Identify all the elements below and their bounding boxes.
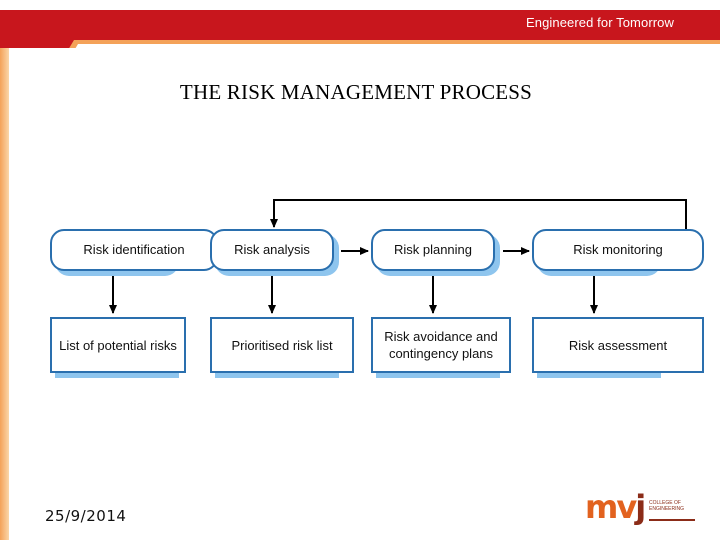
logo-mark: mvj [585,488,646,526]
step-label: Risk analysis [210,229,334,271]
step-risk-identification: Risk identification [50,229,218,276]
slide-date: 25/9/2014 [45,507,127,525]
step-label: Risk identification [50,229,218,271]
output-risk-assessment: Risk assessment [532,317,704,378]
step-label: Risk planning [371,229,495,271]
left-accent-stripe [0,48,9,540]
page-title: THE RISK MANAGEMENT PROCESS [179,80,533,104]
logo-underline [649,519,695,521]
college-logo: mvj COLLEGE OF ENGINEERING [585,488,700,526]
output-prioritised-risk-list: Prioritised risk list [210,317,354,378]
step-risk-planning: Risk planning [371,229,500,276]
output-label: Risk assessment [532,317,704,373]
header-band: Engineered for Tomorrow [0,0,720,48]
header-tagline: Engineered for Tomorrow [525,15,674,30]
step-risk-monitoring: Risk monitoring [532,229,704,276]
step-risk-analysis: Risk analysis [210,229,339,276]
output-label: List of potential risks [50,317,186,373]
output-risk-avoidance-plans: Risk avoidance and contingency plans [371,317,511,378]
output-label: Risk avoidance and contingency plans [371,317,511,373]
output-label: Prioritised risk list [210,317,354,373]
logo-subtitle: COLLEGE OF ENGINEERING [649,500,685,512]
logo-mark-j: j [635,488,646,526]
output-list-of-potential-risks: List of potential risks [50,317,186,378]
step-label: Risk monitoring [532,229,704,271]
logo-mark-mv: mv [585,488,637,526]
